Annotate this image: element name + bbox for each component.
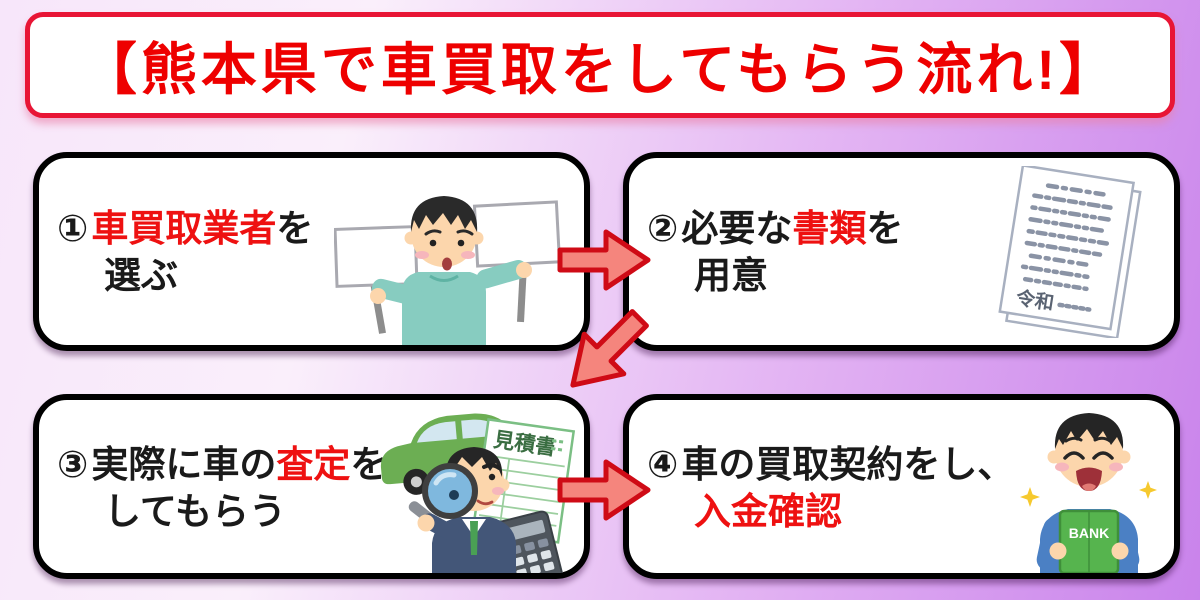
page-title: 【熊本県で車買取をしてもらう流れ!】 <box>80 37 1120 101</box>
hair <box>410 196 478 232</box>
sparkle-left-icon <box>1020 487 1040 507</box>
appraiser-eye <box>488 473 496 481</box>
arrow-step2-to-step3 <box>570 309 649 388</box>
bank-man-right-blush <box>1109 462 1123 472</box>
appraiser-hair <box>445 447 503 477</box>
appraiser-hand <box>417 514 435 532</box>
right-blank-sign <box>472 200 562 268</box>
document-text-lines <box>1020 183 1114 292</box>
bank-label: BANK <box>1069 525 1109 541</box>
step-3-line-1: ③実際に車の査定を <box>57 442 387 489</box>
car-appraisal-illustration: 見積書 <box>380 413 576 573</box>
appraiser-eyebrow <box>482 463 501 470</box>
step-1-keyword: 車買取業者 <box>91 208 277 249</box>
step-2-text: ②必要な書類を 用意 <box>647 206 903 299</box>
sparkle-right-icon <box>1139 481 1157 499</box>
step-4-number: ④ <box>647 444 679 485</box>
sweater-torso <box>402 272 486 345</box>
step-3-number: ③ <box>57 444 89 485</box>
step-1-line-1: ①車買取業者を <box>57 206 313 253</box>
man-holding-signs-illustration <box>334 196 562 345</box>
step-4-line-2: 入金確認 <box>694 490 842 532</box>
step-1-number: ① <box>57 208 89 249</box>
lens-highlight <box>433 472 457 486</box>
tie <box>470 521 478 555</box>
open-mouth <box>1076 467 1102 491</box>
left-eyebrow <box>424 229 442 236</box>
left-hand <box>370 288 386 304</box>
bank-man-right-eyebrow <box>1093 436 1112 443</box>
step-2-pre: 必要な <box>681 208 793 249</box>
left-eye <box>429 239 437 247</box>
left-blush <box>415 251 429 259</box>
step-box-2: ②必要な書類を 用意 令和 <box>623 152 1180 351</box>
step-2-line-2: 用意 <box>694 254 768 296</box>
step-3-text: ③実際に車の査定を してもらう <box>57 442 387 535</box>
right-hand <box>516 262 532 278</box>
step-4-line-1: ④車の買取契約をし、 <box>647 442 1014 489</box>
right-eye <box>457 239 465 247</box>
step-3-pre: 実際に車の <box>91 444 277 485</box>
appraiser-mouth <box>476 499 494 506</box>
step-3-line-2: してもらう <box>104 490 287 532</box>
title-banner: 【熊本県で車買取をしてもらう流れ!】 <box>25 12 1175 118</box>
bank-man-hair <box>1054 413 1124 449</box>
step-box-3: ③実際に車の査定を してもらう 見積書 <box>33 394 590 579</box>
reiwa-date-dashes <box>1057 302 1092 312</box>
step-1-text: ①車買取業者を 選ぶ <box>57 206 313 299</box>
bank-man-right-hand <box>1111 542 1129 560</box>
appraiser-blush <box>492 487 504 495</box>
happy-closed-left-eye <box>1063 451 1085 460</box>
mouth <box>442 257 452 271</box>
arrow-step3-to-step4 <box>557 459 651 521</box>
step-4-pre: 車の買取契約をし、 <box>681 444 1015 485</box>
step-2-number: ② <box>647 208 679 249</box>
bank-man-left-eyebrow <box>1064 436 1083 443</box>
left-blank-sign <box>334 225 419 288</box>
arrow-right-icon <box>557 459 651 521</box>
step-1-line-2: 選ぶ <box>104 254 178 296</box>
step-box-1: ①車買取業者を 選ぶ <box>33 152 590 351</box>
documents-illustration: 令和 <box>998 166 1142 338</box>
arrow-step1-to-step2 <box>557 229 651 291</box>
arrow-diagonal-down-left-icon <box>570 309 649 388</box>
arrow-right-icon <box>557 229 651 291</box>
left-arm <box>371 278 424 307</box>
eye-through-lens <box>449 490 459 500</box>
bankbook-man-illustration: BANK <box>1020 413 1157 573</box>
right-blush <box>461 251 475 259</box>
step-1-post: を <box>276 208 314 249</box>
bank-man-left-hand <box>1049 542 1067 560</box>
bank-man-left-blush <box>1055 462 1069 472</box>
step-2-line-1: ②必要な書類を <box>647 206 903 253</box>
step-2-keyword: 書類 <box>792 208 867 249</box>
right-arm <box>476 259 528 289</box>
collar-line <box>429 274 459 282</box>
step-3-keyword: 査定 <box>276 444 351 485</box>
step-2-post: を <box>866 208 904 249</box>
step-4-text: ④車の買取契約をし、 入金確認 <box>647 442 1014 535</box>
right-eyebrow <box>456 229 474 236</box>
happy-closed-right-eye <box>1092 451 1114 460</box>
step-box-4: ④車の買取契約をし、 入金確認 BANK <box>623 394 1180 579</box>
tongue <box>1082 483 1096 491</box>
